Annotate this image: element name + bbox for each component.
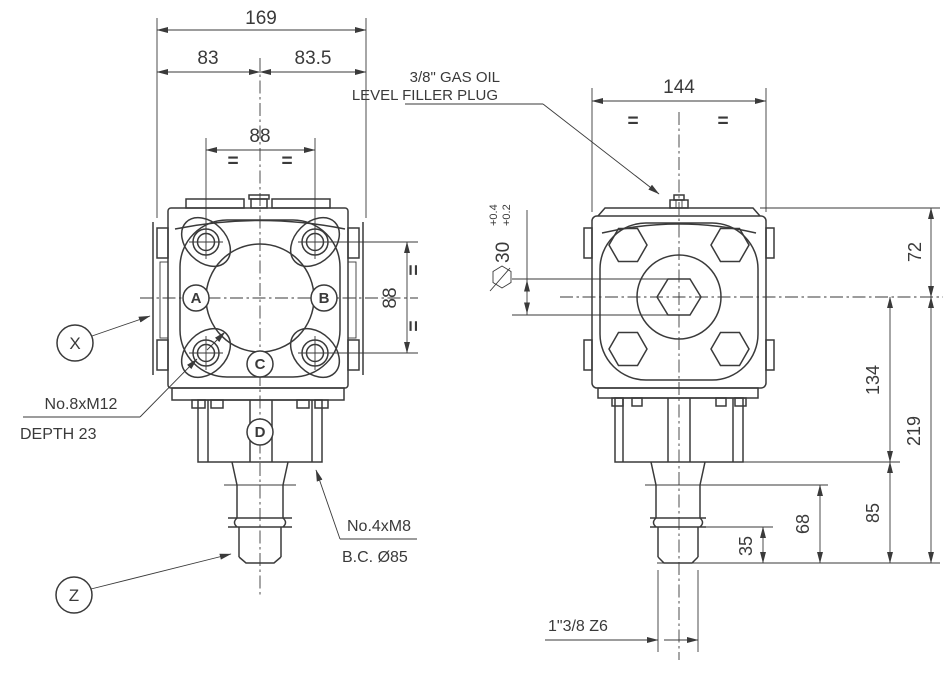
note-filler-line1: 3/8" GAS OIL	[410, 69, 500, 86]
dim-hex-bore-30: 30 +0.4 +0.2	[488, 204, 668, 316]
svg-text:35: 35	[736, 536, 756, 556]
dim-bolt-spacing-vertical: 88 = =	[325, 241, 425, 354]
bolt-hole-top-left	[189, 225, 223, 259]
balloon-x: X	[56, 315, 151, 362]
dim-spline-label: 1"3/8 Z6	[548, 618, 608, 635]
note-corner-bolts: No.8xM12 DEPTH 23	[20, 331, 226, 443]
svg-text:B: B	[319, 290, 330, 307]
dim-bolt-spacing-horizontal: 88 = =	[205, 126, 316, 238]
dim-width-144: 144 = =	[591, 77, 767, 212]
dim-30-label: 30	[493, 242, 514, 263]
dim-835-label: 83.5	[295, 48, 332, 69]
note-bolts-line2: DEPTH 23	[20, 426, 97, 443]
dim-83-label: 83	[197, 48, 218, 69]
bolt-head-hex	[710, 331, 750, 367]
equal-mark: =	[227, 151, 238, 172]
dim-72: 72	[905, 207, 935, 298]
side-output-assembly	[597, 387, 759, 564]
dim-overall-width-169: 169	[156, 8, 367, 218]
equal-mark: =	[281, 151, 292, 172]
balloon-d: D	[246, 418, 274, 446]
dim-169-label: 169	[245, 8, 277, 29]
dim-83-835: 83 83.5	[156, 48, 367, 76]
side-extension-lines	[645, 207, 940, 564]
front-output-assembly	[171, 387, 345, 564]
dim-spline: 1"3/8 Z6	[545, 570, 699, 652]
dim-134: 134	[863, 296, 894, 463]
hex-across-flats-symbol	[492, 265, 512, 289]
note-filler-plug: 3/8" GAS OIL LEVEL FILLER PLUG	[352, 69, 660, 195]
balloon-c: C	[246, 350, 274, 378]
dim-85: 85	[863, 461, 894, 564]
svg-text:C: C	[255, 356, 266, 373]
front-filler-plug	[250, 198, 268, 209]
svg-text:134: 134	[863, 365, 883, 395]
svg-text:A: A	[191, 290, 202, 307]
dim-88h-label: 88	[249, 126, 270, 147]
equal-mark: =	[717, 111, 728, 132]
note-output-bolts: No.4xM8 B.C. Ø85	[315, 469, 417, 566]
side-view: 144 = = 3/8" GAS OIL LEVEL FILLER PLUG	[352, 69, 943, 660]
dim-144-label: 144	[663, 77, 695, 98]
dim-35: 35	[736, 526, 767, 564]
front-view: 169 83 83.5 88 = =	[20, 8, 425, 614]
dim-88v-label: 88	[380, 287, 401, 308]
bolt-head-hex	[608, 227, 648, 263]
note-output-line2: B.C. Ø85	[342, 549, 408, 566]
tolerance-lower: +0.2	[501, 204, 513, 226]
balloon-x-circle	[56, 324, 94, 362]
svg-text:219: 219	[904, 416, 924, 446]
balloon-z-circle	[55, 576, 93, 614]
balloon-z: Z	[55, 553, 232, 614]
equal-mark: =	[627, 111, 638, 132]
note-bolts-line1: No.8xM12	[45, 396, 118, 413]
svg-text:72: 72	[905, 242, 925, 262]
svg-text:Z: Z	[69, 586, 79, 605]
side-output-circle	[636, 254, 722, 340]
equal-mark: =	[404, 264, 425, 275]
svg-text:X: X	[69, 334, 80, 353]
svg-text:D: D	[255, 424, 266, 441]
side-body-outline	[583, 194, 775, 389]
bolt-head-hex	[710, 227, 750, 263]
balloon-a: A	[182, 284, 210, 312]
dim-68: 68	[793, 484, 824, 564]
note-output-line1: No.4xM8	[347, 518, 411, 535]
tolerance-upper: +0.4	[488, 204, 500, 226]
bolt-head-hex	[608, 331, 648, 367]
svg-text:85: 85	[863, 503, 883, 523]
balloon-b: B	[310, 284, 338, 312]
note-filler-line2: LEVEL FILLER PLUG	[352, 87, 498, 104]
bolt-hole-bottom-left	[189, 336, 223, 370]
svg-text:68: 68	[793, 514, 813, 534]
dim-219: 219	[904, 296, 935, 564]
equal-mark: =	[404, 320, 425, 331]
